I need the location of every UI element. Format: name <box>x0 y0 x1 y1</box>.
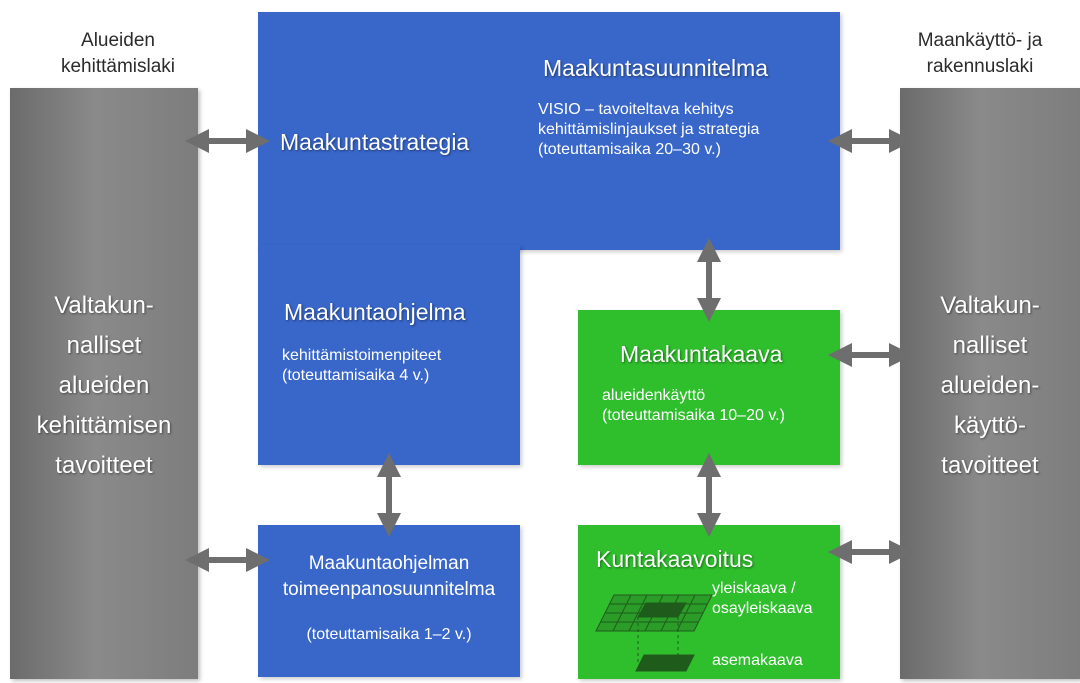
maakuntaohjelma-description: kehittämistoimenpiteet (toteuttamisaika … <box>282 346 441 386</box>
maakuntakaava-box: Maakuntakaava alueidenkäyttö (toteuttami… <box>578 310 840 465</box>
left-goals-text: Valtakun- nalliset alueiden kehittämisen… <box>10 286 198 486</box>
description-line: kehittämistoimenpiteet <box>282 347 442 364</box>
maakuntakaava-title: Maakuntakaava <box>620 341 783 367</box>
law-line: Alueiden <box>81 30 155 51</box>
description-line: kehittämislinjaukset ja strategia <box>538 121 760 138</box>
goal-line: nalliset <box>952 332 1028 359</box>
toimeenpanosuunnitelma-box: Maakuntaohjelman toimeenpanosuunnitelma … <box>258 525 520 677</box>
title-line: Maakuntaohjelman <box>308 553 470 574</box>
title-line: toimeenpanosuunnitelma <box>282 579 496 600</box>
maakuntakaava-description: alueidenkäyttö (toteuttamisaika 10–20 v.… <box>602 386 785 426</box>
law-label-alueiden-kehittamislaki: Alueiden kehittämislaki <box>28 28 208 80</box>
goal-line: tavoitteet <box>55 452 153 479</box>
toimeenpanosuunnitelma-note: (toteuttamisaika 1–2 v.) <box>306 626 472 643</box>
description-line: (toteuttamisaika 4 v.) <box>282 367 430 384</box>
description-line: (toteuttamisaika 10–20 v.) <box>602 407 785 424</box>
maakuntasuunnitelma-block <box>258 12 840 250</box>
maakuntaohjelma-title: Maakuntaohjelma <box>284 299 466 325</box>
goal-line: alueiden <box>58 372 150 399</box>
goal-line: nalliset <box>66 332 142 359</box>
law-line: Maankäyttö- ja <box>917 30 1043 51</box>
law-line: rakennuslaki <box>926 56 1034 77</box>
description-line: alueidenkäyttö <box>602 387 706 404</box>
goal-line: tavoitteet <box>941 452 1039 479</box>
maakuntastrategia-title: Maakuntastrategia <box>280 129 470 155</box>
zoning-grid-illustration <box>595 594 713 672</box>
goal-line: Valtakun- <box>54 292 154 319</box>
asemakaava-label: asemakaava <box>712 652 803 669</box>
label-line: osayleiskaava <box>712 600 813 617</box>
left-goals-box: Valtakun- nalliset alueiden kehittämisen… <box>10 88 198 679</box>
description-line: (toteuttamisaika 20–30 v.) <box>538 141 721 158</box>
right-goals-text: Valtakun- nalliset alueiden- käyttö- tav… <box>900 286 1080 486</box>
goal-line: käyttö- <box>953 412 1027 439</box>
right-goals-box: Valtakun- nalliset alueiden- käyttö- tav… <box>900 88 1080 679</box>
law-label-maankaytto-ja-rakennuslaki: Maankäyttö- ja rakennuslaki <box>885 28 1075 80</box>
kuntakaavoitus-title: Kuntakaavoitus <box>596 546 754 572</box>
label-line: yleiskaava / <box>712 580 796 597</box>
kuntakaavoitus-box: Kuntakaavoitus yleiskaava / osayleiskaav… <box>578 525 840 679</box>
maakuntasuunnitelma-description: VISIO – tavoiteltava kehitys kehittämisl… <box>538 100 759 160</box>
goal-line: Valtakun- <box>940 292 1040 319</box>
maakuntasuunnitelma-title: Maakuntasuunnitelma <box>543 55 769 81</box>
yleiskaava-label: yleiskaava / osayleiskaava <box>712 579 813 619</box>
toimeenpanosuunnitelma-title: Maakuntaohjelman toimeenpanosuunnitelma <box>258 551 520 603</box>
goal-line: kehittämisen <box>36 412 172 439</box>
law-line: kehittämislaki <box>60 56 176 77</box>
description-line: VISIO – tavoiteltava kehitys <box>538 101 734 118</box>
goal-line: alueiden- <box>940 372 1040 399</box>
maakuntaohjelma-block <box>258 245 520 465</box>
